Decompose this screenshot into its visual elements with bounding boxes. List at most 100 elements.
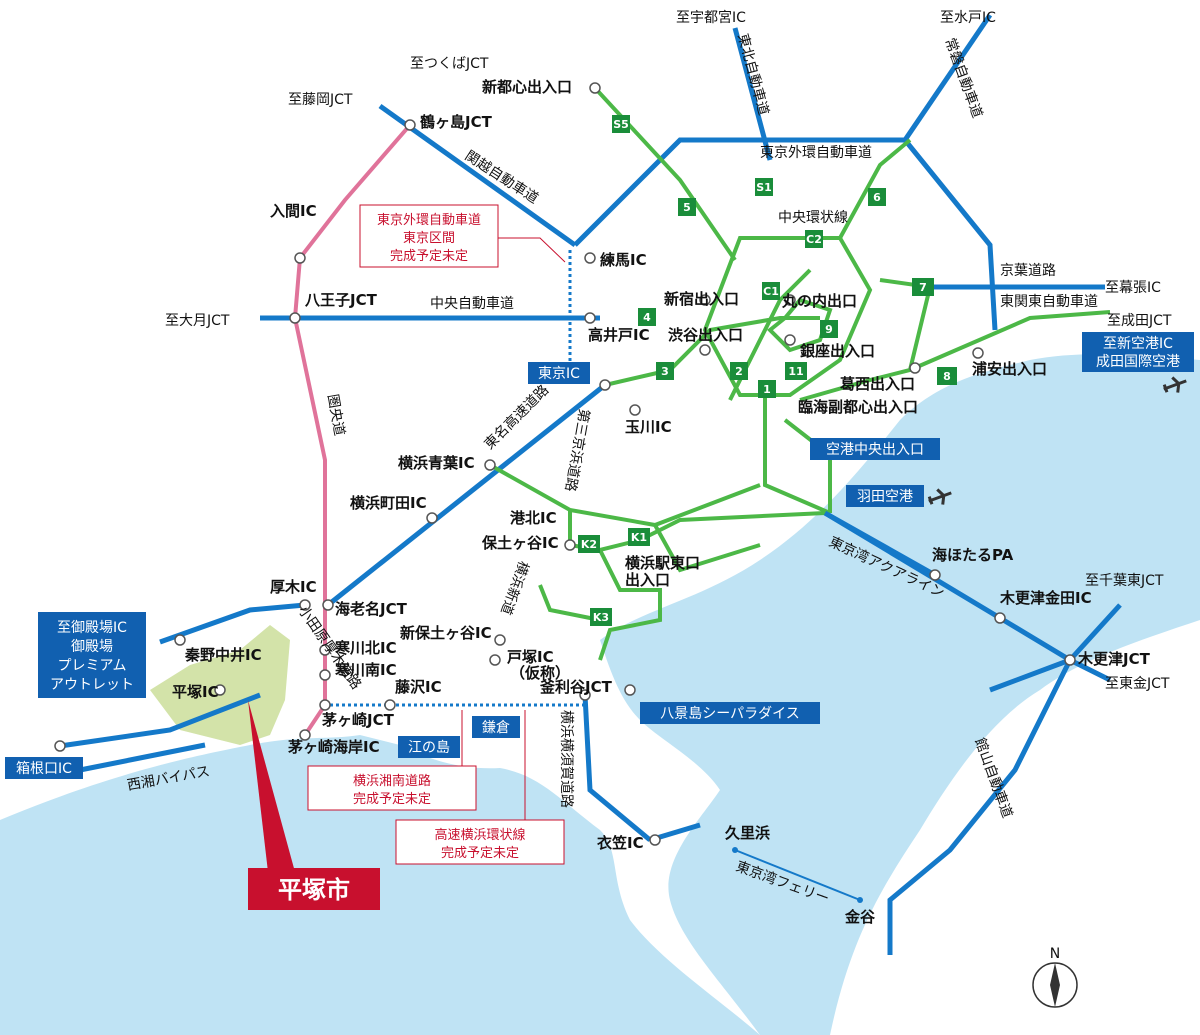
- shield-9: 9: [820, 320, 838, 338]
- label-ebina: 海老名JCT: [335, 600, 408, 618]
- hiratsuka-title-box: [248, 868, 380, 910]
- nodes: [54, 82, 1076, 846]
- label-shinjuku: 新宿出入口: [664, 290, 739, 308]
- road-gaikan: 東京外環自動車道: [760, 144, 872, 161]
- label-tsurugashima: 鶴ヶ島JCT: [420, 113, 493, 131]
- label-yokohama-aoba: 横浜青葉IC: [398, 454, 475, 472]
- road-keiyo: 京葉道路: [1000, 263, 1056, 279]
- label-yokohama-east: 横浜駅東口: [625, 554, 700, 572]
- svg-text:N: N: [1050, 946, 1060, 962]
- box-gotemba-1: 至御殿場IC: [57, 620, 127, 636]
- svg-text:S5: S5: [613, 118, 629, 131]
- ferry-line: [734, 849, 861, 901]
- svg-text:2: 2: [735, 365, 743, 378]
- label-makuhari: 至幕張IC: [1105, 280, 1161, 296]
- shield-C2: C2: [805, 230, 823, 248]
- label-shintoshin: 新都心出入口: [482, 78, 572, 96]
- label-mito: 至水戸IC: [940, 10, 996, 26]
- shield-7: 7: [912, 278, 934, 296]
- airplane-icon: [927, 488, 952, 505]
- label-hachioji: 八王子JCT: [304, 291, 378, 309]
- label-kanaya: 金谷: [844, 908, 876, 926]
- label-marunouchi: 丸の内出口: [781, 292, 857, 310]
- label-higashi-kane: 至東金JCT: [1105, 676, 1170, 692]
- svg-text:8: 8: [943, 370, 951, 383]
- label-chigasaki-kaigan: 茅ヶ崎海岸IC: [288, 738, 380, 756]
- shield-S5: S5: [612, 115, 630, 133]
- note-gaikan-3: 完成予定未定: [390, 249, 468, 264]
- label-kisarazu: 木更津JCT: [1077, 650, 1151, 668]
- shield-8: 8: [937, 367, 957, 385]
- label-yokohama-machida: 横浜町田IC: [350, 494, 427, 512]
- label-kamariya: 釜利谷JCT: [539, 678, 613, 696]
- shield-1: 1: [758, 380, 776, 398]
- blue-boxes: 東京IC 空港中央出入口 羽田空港 至新空港IC 成田国際空港 至御殿場IC 御…: [5, 332, 1194, 779]
- box-kamakura: 鎌倉: [482, 720, 510, 736]
- road-chuo-kanjo: 中央環状線: [778, 210, 848, 226]
- label-chigasaki: 茅ヶ崎JCT: [322, 711, 395, 729]
- shield-5: 5: [678, 198, 696, 216]
- compass-icon: N: [1032, 946, 1078, 1008]
- note-gaikan-2: 東京区間: [403, 230, 455, 246]
- shield-K1: K1: [628, 528, 650, 546]
- shield-4: 4: [638, 308, 656, 326]
- hiratsuka-title: 平塚市: [278, 876, 350, 904]
- note-shonan-2: 完成予定未定: [353, 792, 431, 807]
- label-urayasu: 浦安出入口: [972, 360, 1047, 378]
- route-shields: S5 S1 5 6 C2 C1 7 4 9 3 2 11 1 8 K1 K2 K…: [578, 115, 957, 626]
- label-tamagawa: 玉川IC: [625, 418, 672, 436]
- svg-text:C1: C1: [763, 285, 779, 298]
- road-yokohama-shindo: 横浜新道: [497, 559, 531, 617]
- place-labels: 至つくばJCT 至藤岡JCT 鶴ヶ島JCT 入間IC 八王子JCT 至大月JCT…: [165, 10, 1172, 926]
- box-narita-1: 至新空港IC: [1103, 336, 1173, 352]
- box-gotemba-3: プレミアム: [57, 658, 126, 674]
- airplane-icon: [1162, 376, 1187, 393]
- label-kurihama: 久里浜: [725, 824, 770, 842]
- label-hodogaya: 保土ヶ谷IC: [481, 534, 559, 552]
- label-iruma: 入間IC: [270, 202, 317, 220]
- road-higashi-kanto: 東関東自動車道: [1000, 293, 1098, 310]
- box-airport-central: 空港中央出入口: [826, 442, 924, 458]
- box-haneda: 羽田空港: [857, 489, 913, 505]
- svg-text:4: 4: [643, 311, 651, 324]
- label-utsunomiya: 至宇都宮IC: [676, 10, 746, 26]
- label-shibuya: 渋谷出入口: [668, 326, 743, 344]
- svg-text:5: 5: [683, 201, 691, 214]
- label-totsuka-2: （仮称）: [510, 664, 570, 682]
- label-samukawa-n: 寒川北IC: [335, 639, 397, 657]
- label-kohoku: 港北IC: [510, 509, 557, 527]
- road-tohoku: 東北自動車道: [734, 32, 772, 118]
- label-narita-jct: 至成田JCT: [1107, 313, 1172, 329]
- svg-text:K1: K1: [631, 531, 647, 544]
- box-hakkeijima: 八景島シーパラダイス: [660, 706, 799, 722]
- aqualine: [823, 510, 937, 578]
- road-ken-o: 圏央道: [324, 393, 347, 437]
- box-tokyo-ic: 東京IC: [538, 366, 580, 382]
- label-rinkai: 臨海副都心出入口: [798, 398, 918, 416]
- box-enoshima: 江の島: [408, 740, 450, 756]
- svg-text:K2: K2: [581, 538, 597, 551]
- svg-text:6: 6: [873, 191, 881, 204]
- shield-K2: K2: [578, 535, 600, 553]
- label-ginza: 銀座出入口: [800, 342, 875, 360]
- label-otsuki: 至大月JCT: [165, 313, 230, 329]
- note-kanjo-2: 完成予定未定: [441, 846, 519, 861]
- svg-text:9: 9: [825, 323, 833, 336]
- label-nerima: 練馬IC: [600, 251, 647, 269]
- note-kanjo-1: 高速横浜環状線: [434, 827, 525, 843]
- label-fujioka: 至藤岡JCT: [288, 92, 353, 108]
- label-kinugasa: 衣笠IC: [597, 834, 644, 852]
- shield-K3: K3: [590, 608, 612, 626]
- road-yokohama-yokosuka: 横浜横須賀道路: [558, 710, 574, 808]
- shield-3: 3: [656, 362, 674, 380]
- svg-text:1: 1: [763, 383, 771, 396]
- svg-text:11: 11: [788, 365, 803, 378]
- box-gotemba-4: アウトレット: [50, 677, 134, 693]
- box-hakone: 箱根口IC: [16, 761, 72, 777]
- planned-lines: [330, 250, 585, 707]
- red-notes: 東京外環自動車道 東京区間 完成予定未定 横浜湘南道路 完成予定未定 高速横浜環…: [307, 204, 566, 865]
- box-gotemba-2: 御殿場: [71, 639, 113, 655]
- note-gaikan-1: 東京外環自動車道: [377, 212, 481, 228]
- label-samukawa-s: 寒川南IC: [335, 661, 397, 679]
- svg-text:7: 7: [919, 281, 927, 294]
